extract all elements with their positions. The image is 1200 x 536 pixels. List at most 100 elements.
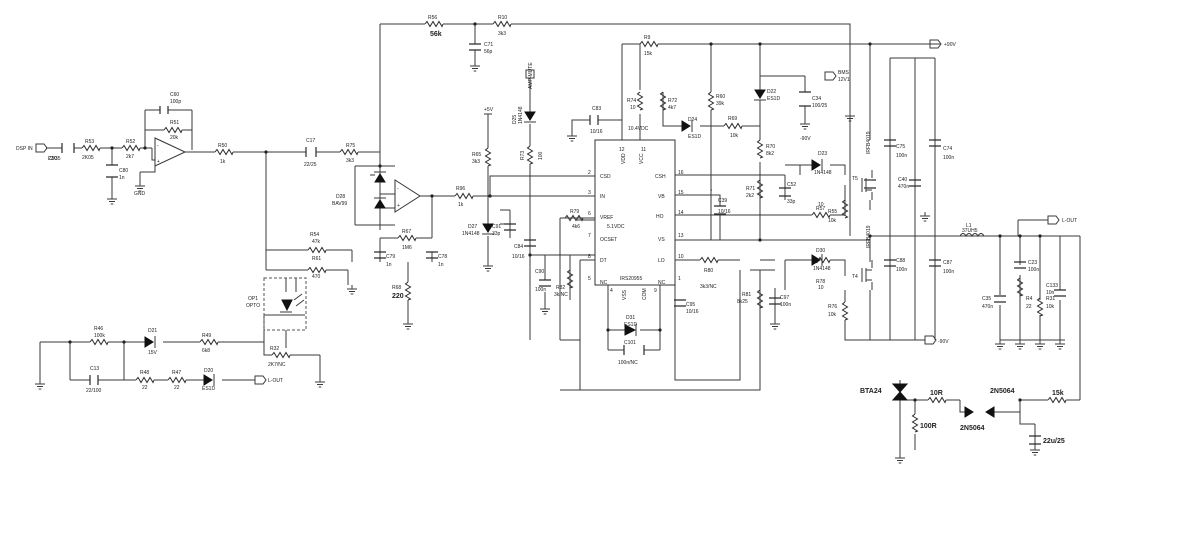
val-c78: 1n [438,262,444,268]
ref-r72: R72 [668,98,677,104]
val-r65: 3k3 [472,159,480,165]
opamp-input: - + [154,137,187,167]
ic-pin-com: COM [642,288,648,300]
val-c83: 10/16 [590,129,603,135]
val-c90: 100n [535,287,546,293]
ref-r57: R57 [816,206,825,212]
val-r49: 6k8 [202,348,210,354]
ic-pin-num-8: 8 [588,254,591,260]
val-c34: 100/25 [812,103,828,109]
val-c84: 10/16 [512,254,525,260]
ic-pin-lo: LO [658,258,665,264]
val-c17: 22/25 [304,162,317,168]
ref-r48: R48 [140,370,149,376]
ic-pin-vref: VREF [600,215,613,221]
val-r50: 1k [220,159,226,165]
ref-r52: R52 [126,139,135,145]
ref-r31: R31 [1046,296,1055,302]
ref-c79: C79 [386,254,395,260]
ref-c78: C78 [438,254,447,260]
label-minus-90v-c34: -90V [800,136,811,142]
val-d24: ES1D [688,134,701,140]
val-c101: 100n/NC [618,360,638,366]
optocoupler [263,277,307,331]
ic-pin-num-16: 16 [678,170,684,176]
ref-c87: C87 [943,260,952,266]
ref-r32: R32 [270,346,279,352]
ref-r51: R51 [170,120,179,126]
val-15k: 15k [1052,390,1064,397]
ref-r82: R82 [556,285,565,291]
ic-pin-nc1: NC [600,280,608,286]
val-r60: 39k [716,101,725,107]
ref-c133: C133 [1046,283,1058,289]
val-t5: IRFB4019 [866,131,872,154]
junctions [68,22,1042,402]
ref-t5: T5 [852,176,858,182]
val-r71: 2k2 [746,193,754,199]
ports: DSP IN +90V -90V L-OUT L-OUT BMS 12V1 +5… [16,39,1077,385]
val-c133: 10n [1046,290,1055,296]
val-r10: 3k3 [498,31,506,37]
ref-d25: D25 [512,115,518,124]
ref-c84: C84 [514,244,523,250]
ref-c60: C60 [170,92,179,98]
val-r69: 10k [730,133,739,139]
val-r79: 4k6 [572,224,580,230]
port-bms-voltage: 12V1 [838,77,850,83]
svg-text:+: + [397,203,400,209]
ref-c90: C90 [535,269,544,275]
port-plus-5v: +5V [484,107,494,113]
inductor-l1 [959,233,985,237]
ref-r71: R71 [746,186,755,192]
ref-c97: C97 [780,295,789,301]
ic-vdd-note: 10.4VDC [628,126,649,132]
val-r75: 3k3 [346,158,354,164]
val-c80: 1n [119,175,125,181]
val-c75: 100n [896,153,907,159]
ref-r56: R56 [428,15,437,21]
ref-c95: C95 [686,302,695,308]
val-r48: 22 [142,385,148,391]
ic-pin-in: IN [600,194,605,200]
ic-name: IRS20955 [620,276,642,282]
val-c13: 22/100 [86,388,102,394]
val-d25: 1N4148 [518,106,524,124]
ref-r60: R60 [716,94,725,100]
val-r4: 22 [1026,304,1032,310]
ic-pin-num-13: 13 [678,233,684,239]
ref-c40: C40 [898,177,907,183]
ic-pin-ocset: OCSET [600,237,617,243]
ref-d21: D21 [148,328,157,334]
val-r54: 47k [312,239,321,245]
ic-pin-vss: VSS [622,289,628,300]
ref-c34: C34 [812,96,821,102]
val-r32: 2K7/NC [268,362,286,368]
val-r53: 2K05 [82,155,94,161]
ic-pin-vdd: VDD [621,153,627,164]
diodes [144,89,995,418]
val-c50: 22/35 [48,156,61,162]
ic-pin-num-15: 15 [678,190,684,196]
mosfets [861,170,873,290]
val-c74: 100n [943,155,954,161]
ref-c91: C91 [492,224,501,230]
ic-pin-num-14: 14 [678,210,684,216]
ic-pin-num-10: 10 [678,254,684,260]
ic-pin-dt: DT [600,258,607,264]
val-r82: 3k/NC [554,292,568,298]
ref-r53: R53 [85,139,94,145]
val-100r: 100R [920,423,937,430]
val-d23: 1N4148 [814,170,832,176]
ref-r54: R54 [310,232,319,238]
ref-c50: C50 [48,156,57,162]
val-c71: 56p [484,49,493,55]
ref-c17: C17 [306,138,315,144]
val-2n5064-a: 2N5064 [990,388,1015,395]
ic-pin-num-2: 2 [588,170,591,176]
val-r61: 470 [312,274,321,280]
port-minus-90v: -90V [938,339,949,345]
ref-d22: D22 [767,89,776,95]
ic-pin-num-12: 12 [619,147,625,153]
val-r78: 10 [818,285,824,291]
